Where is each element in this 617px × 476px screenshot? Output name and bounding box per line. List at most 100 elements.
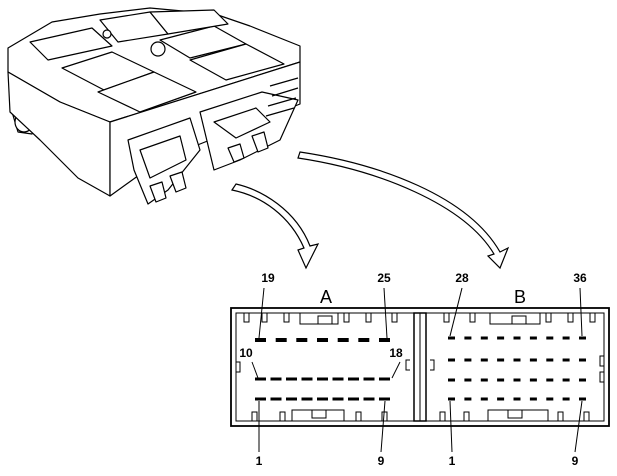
leader-b-9	[574, 400, 583, 453]
pin-b-upper-middle-4	[497, 358, 505, 362]
arrow-to-connector-b	[297, 151, 510, 270]
leader-a-9	[380, 400, 386, 453]
pin-a-bottom-9	[379, 397, 390, 401]
pin-b-bottom-8	[562, 397, 570, 401]
top-notch-6	[391, 313, 398, 323]
pin-a-bottom-6	[332, 397, 344, 401]
pin-b-bottom-5	[513, 397, 521, 401]
key-b-top	[489, 313, 541, 325]
pin-a-bottom-5	[317, 397, 328, 401]
leader-b-28	[449, 287, 463, 337]
arrow-to-connector-a	[231, 183, 320, 270]
pin-rows	[255, 336, 586, 401]
pin-a-top-5	[337, 338, 349, 342]
bottom-notch-7	[557, 411, 564, 421]
pin-b-upper-middle-6	[529, 358, 537, 362]
pin-b-top-8	[562, 336, 570, 340]
bottom-notch-6	[463, 411, 470, 421]
pin-a-middle-8	[363, 377, 375, 381]
lid-panel-2	[97, 71, 197, 113]
connector-face-outline	[230, 307, 610, 427]
top-notch-2	[261, 313, 268, 323]
pin-a-bottom-4	[301, 397, 313, 401]
top-notch-11	[589, 313, 596, 323]
pin-a-top-1	[255, 338, 266, 342]
pin-b-bottom-4	[497, 397, 505, 401]
pin-b-upper-middle-2	[464, 358, 472, 362]
leader-b-1	[449, 400, 453, 453]
top-notch-1	[243, 313, 250, 323]
leader-b-36	[579, 287, 583, 337]
pin-b-lower-middle-2	[464, 378, 472, 382]
connector-face	[230, 307, 610, 427]
pin-b-upper-middle-1	[448, 358, 455, 362]
top-notch-3	[283, 313, 290, 323]
pin-b-top-6	[529, 336, 537, 340]
key-a-bottom	[291, 409, 345, 421]
key-b-bottom	[487, 409, 549, 421]
key-b-top-block	[511, 315, 527, 325]
leader-a-10	[251, 361, 259, 379]
pin-a-middle-9	[379, 377, 390, 381]
top-notch-10	[567, 313, 574, 323]
pin-b-top-7	[546, 336, 554, 340]
pin-b-top-3	[480, 336, 488, 340]
pin-b-upper-middle-9	[579, 358, 586, 362]
pin-b-top-1	[448, 336, 455, 340]
pin-a-middle-2	[270, 377, 282, 381]
pin-b-lower-middle-7	[546, 378, 554, 382]
pin-b-lower-middle-3	[480, 378, 488, 382]
pin-b-bottom-1	[448, 397, 455, 401]
pin-label-a-18: 18	[389, 346, 403, 360]
pin-b-lower-middle-9	[579, 378, 586, 382]
top-notch-9	[545, 313, 552, 323]
pin-a-bottom-3	[286, 397, 297, 401]
pin-label-a-10: 10	[239, 346, 253, 360]
pin-b-lower-middle-4	[497, 378, 505, 382]
bottom-notch-1	[251, 411, 258, 421]
pin-a-bottom-7	[348, 397, 359, 401]
pin-b-bottom-9	[579, 397, 586, 401]
pin-b-lower-middle-8	[562, 378, 570, 382]
connector-a-label: A	[320, 287, 332, 307]
pin-a-top-6	[358, 338, 370, 342]
pin-b-upper-middle-3	[480, 358, 488, 362]
pin-label-b-36: 36	[573, 271, 587, 285]
pin-a-bottom-8	[363, 397, 375, 401]
pin-b-upper-middle-5	[513, 358, 521, 362]
leader-a-25	[383, 287, 388, 339]
pointer-arrows	[231, 151, 510, 270]
pin-label-b-9: 9	[572, 454, 579, 468]
pin-a-top-2	[275, 338, 287, 342]
pin-a-middle-6	[332, 377, 344, 381]
pin-label-b-1: 1	[449, 454, 456, 468]
bottom-notch-2	[279, 411, 286, 421]
pin-label-a-1: 1	[256, 454, 263, 468]
control-module-illustration	[7, 7, 301, 205]
pin-a-middle-4	[301, 377, 313, 381]
pin-b-bottom-6	[529, 397, 537, 401]
key-a-top-block	[317, 315, 333, 325]
bottom-notch-8	[583, 411, 590, 421]
pin-b-bottom-2	[464, 397, 472, 401]
leader-a-18	[391, 361, 401, 379]
leader-a-19	[258, 287, 265, 339]
pin-a-top-3	[296, 338, 308, 342]
pin-a-middle-1	[255, 377, 266, 381]
pin-b-upper-middle-8	[562, 358, 570, 362]
pin-label-b-28: 28	[455, 271, 469, 285]
pin-a-top-7	[379, 338, 390, 342]
lid-panel-4	[189, 43, 285, 81]
polarization-keys	[243, 313, 596, 421]
pin-a-middle-5	[317, 377, 328, 381]
pin-b-top-4	[497, 336, 505, 340]
pin-b-bottom-3	[480, 397, 488, 401]
top-notch-5	[365, 313, 372, 323]
pin-a-middle-7	[348, 377, 359, 381]
pin-a-bottom-1	[255, 397, 266, 401]
pin-a-bottom-2	[270, 397, 282, 401]
pin-label-a-9: 9	[378, 454, 385, 468]
bottom-notch-3	[355, 411, 362, 421]
connector-b-label: B	[514, 287, 526, 307]
